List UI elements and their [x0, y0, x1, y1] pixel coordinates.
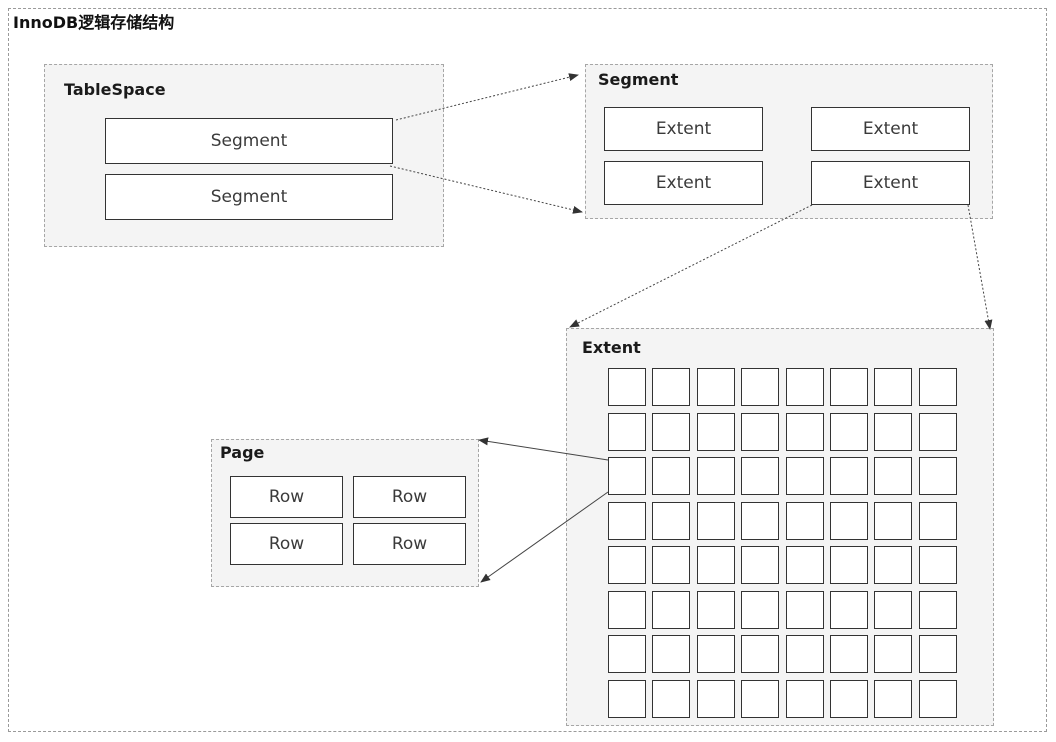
extent-page-cell: [696, 501, 735, 540]
extent-page-cell: [918, 635, 957, 673]
extent-page-cell: [696, 457, 735, 495]
extent-page-cell: [741, 546, 780, 584]
extent-page-cell: [652, 546, 691, 584]
extent-page-cell: [918, 501, 957, 540]
tablespace-label: TableSpace: [64, 80, 166, 99]
extent-page-cell: [830, 412, 868, 451]
extent-page-cell: [696, 590, 735, 629]
arrow-extent-to-extent-group-left: [569, 204, 813, 328]
extent-page-cell: [785, 590, 824, 629]
diagram-title: InnoDB逻辑存储结构: [13, 13, 175, 32]
extent-page-cell: [830, 590, 868, 629]
arrow-extent-to-extent-group-right: [967, 204, 993, 330]
extent-page-cell: [741, 635, 780, 673]
extent-page-cell: [608, 368, 646, 406]
extent-page-cell: [696, 635, 735, 673]
extent-page-cell: [608, 635, 646, 673]
extent-page-cell: [652, 635, 691, 673]
extent-page-cell: [874, 412, 913, 451]
extent-page-cell: [918, 679, 957, 718]
extent-page-cell: [608, 412, 646, 451]
arrow-page-cell-to-page-group-bottom: [480, 491, 609, 583]
extent-page-cell: [785, 368, 824, 406]
extent-page-cell: [696, 368, 735, 406]
extent-page-cell: [652, 501, 691, 540]
page-label: Page: [220, 443, 265, 462]
extent-page-cell: [652, 412, 691, 451]
extent-page-cell: [741, 679, 780, 718]
extent-page-cell: [608, 546, 646, 584]
extent-page-cell: [874, 501, 913, 540]
tablespace-segment-1: Segment: [105, 118, 393, 164]
page-row-2: Row: [353, 476, 466, 518]
extent-page-cell: [785, 635, 824, 673]
extent-page-cell: [741, 501, 780, 540]
page-row-1: Row: [230, 476, 343, 518]
segment-extent-1: Extent: [604, 107, 763, 151]
extent-page-cell: [741, 590, 780, 629]
extent-page-cell: [608, 457, 646, 495]
extent-page-cell: [608, 679, 646, 718]
extent-page-cell: [652, 368, 691, 406]
arrow-page-cell-to-page-group-top: [478, 437, 609, 461]
extent-page-cell: [741, 412, 780, 451]
extent-page-cell: [874, 546, 913, 584]
arrow-segment-to-segment-group-bottom: [389, 165, 583, 214]
extent-page-cell: [741, 368, 780, 406]
extent-page-cell: [918, 457, 957, 495]
extent-page-cell: [918, 590, 957, 629]
extent-page-cell: [874, 590, 913, 629]
extent-page-cell: [696, 412, 735, 451]
extent-page-cell: [918, 546, 957, 584]
extent-page-cell: [830, 368, 868, 406]
page-row-4: Row: [353, 523, 466, 565]
extent-page-cell: [696, 679, 735, 718]
extent-page-cell: [785, 679, 824, 718]
extent-page-cell: [830, 457, 868, 495]
extent-page-cell: [918, 412, 957, 451]
extent-page-cell: [830, 546, 868, 584]
extent-page-cell: [741, 457, 780, 495]
extent-page-cell: [874, 635, 913, 673]
segment-extent-2: Extent: [811, 107, 970, 151]
extent-page-cell: [785, 501, 824, 540]
arrow-segment-to-segment-group-top: [395, 73, 579, 121]
diagram-frame: [8, 8, 1047, 732]
extent-page-cell: [874, 368, 913, 406]
extent-label: Extent: [582, 338, 641, 357]
segment-extent-4: Extent: [811, 161, 970, 205]
segment-label: Segment: [598, 70, 679, 89]
segment-extent-3: Extent: [604, 161, 763, 205]
extent-page-cell: [608, 590, 646, 629]
extent-page-cell: [785, 412, 824, 451]
extent-page-cell: [608, 501, 646, 540]
extent-page-cell: [874, 679, 913, 718]
extent-page-cell: [874, 457, 913, 495]
extent-page-cell: [696, 546, 735, 584]
page-row-3: Row: [230, 523, 343, 565]
extent-page-cell: [830, 635, 868, 673]
extent-page-cell: [652, 679, 691, 718]
extent-page-cell: [785, 546, 824, 584]
extent-page-cell: [830, 679, 868, 718]
extent-page-cell: [652, 457, 691, 495]
extent-page-cell: [785, 457, 824, 495]
extent-page-cell: [830, 501, 868, 540]
extent-page-cell: [918, 368, 957, 406]
extent-page-cell: [652, 590, 691, 629]
tablespace-segment-2: Segment: [105, 174, 393, 220]
